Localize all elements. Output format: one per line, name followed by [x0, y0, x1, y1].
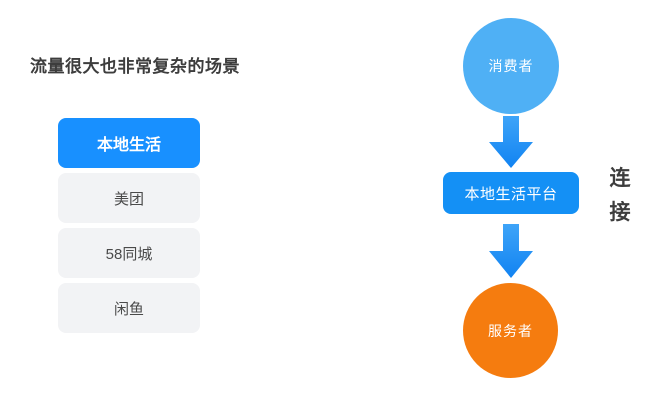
connect-label-char-2: 接: [609, 201, 631, 224]
list-item-58tongcheng[interactable]: 58同城: [58, 228, 200, 278]
connect-label-char-1: 连: [609, 167, 631, 190]
arrow-down-icon: [485, 116, 537, 168]
list-item-xianyu[interactable]: 闲鱼: [58, 283, 200, 333]
list-item-meituan[interactable]: 美团: [58, 173, 200, 223]
flow-node-label: 本地生活平台: [464, 185, 558, 203]
flow-node-label: 消费者: [488, 58, 534, 74]
connect-label: 连 接: [604, 162, 636, 230]
list-item-label: 闲鱼: [113, 300, 144, 318]
flow-node-consumer: 消费者: [463, 18, 559, 114]
list-item-label: 58同城: [105, 245, 153, 263]
list-item-local-life[interactable]: 本地生活: [58, 118, 200, 168]
list-item-label: 美团: [113, 190, 144, 208]
page-title: 流量很大也非常复杂的场景: [30, 57, 240, 76]
flow-node-platform: 本地生活平台: [443, 172, 579, 214]
flow-node-provider: 服务者: [463, 283, 558, 378]
flow-diagram: 消费者 本地生活平台 服务者: [330, 0, 660, 400]
scenario-panel: 流量很大也非常复杂的场景 本地生活 美团 58同城 闲鱼: [30, 57, 240, 338]
category-list: 本地生活 美团 58同城 闲鱼: [58, 118, 200, 338]
arrow-down-icon: [485, 224, 537, 278]
list-item-label: 本地生活: [96, 137, 161, 154]
flow-node-label: 服务者: [488, 322, 533, 339]
